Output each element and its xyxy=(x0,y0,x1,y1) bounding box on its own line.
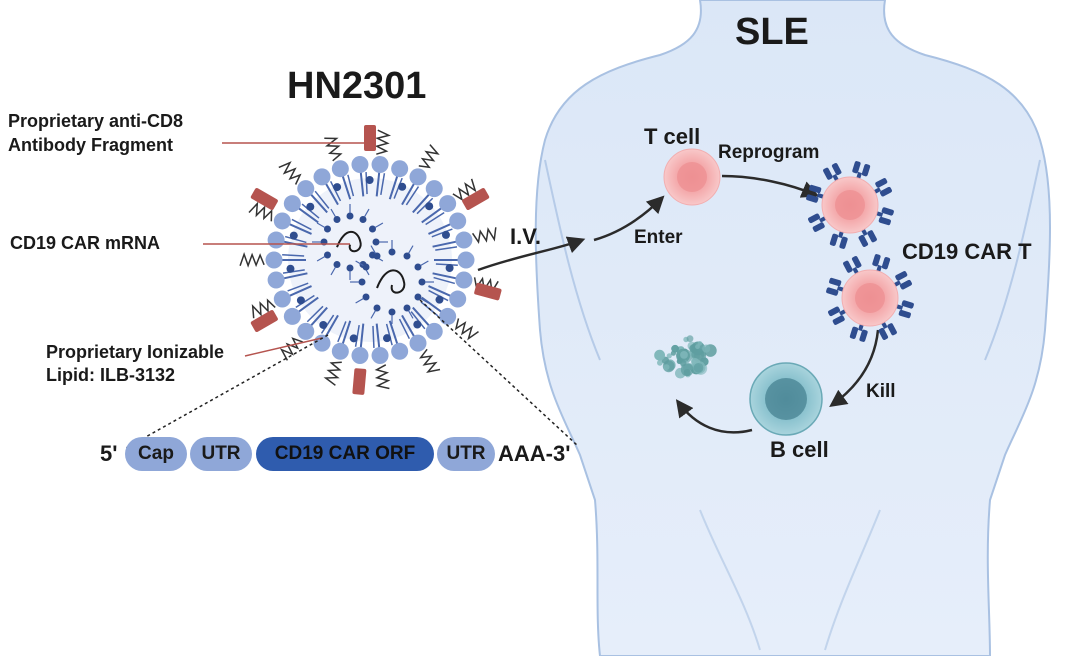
b-cell xyxy=(749,362,823,436)
cap-segment: Cap xyxy=(125,437,187,471)
car-t-cell xyxy=(806,161,894,249)
lipid-nanoparticle xyxy=(239,125,502,395)
zoom-line-left xyxy=(125,334,329,449)
b-cell-label: B cell xyxy=(770,437,829,462)
antibody-label-line2: Antibody Fragment xyxy=(8,135,173,155)
car-t-label: CD19 CAR T xyxy=(902,239,1032,264)
disease-title: SLE xyxy=(735,11,809,53)
kill-arrow xyxy=(829,329,880,408)
lipid-label-line1: Proprietary Ionizable xyxy=(46,342,225,362)
reprogram-arrow xyxy=(721,174,820,198)
enter-arrow xyxy=(593,195,665,242)
t-cell-label: T cell xyxy=(644,124,701,149)
car-t-cells xyxy=(806,161,914,342)
lnp-title: HN2301 xyxy=(287,65,427,107)
mrna-label: CD19 CAR mRNA xyxy=(10,233,161,253)
enter-label: Enter xyxy=(634,227,683,248)
utr-segment-3: UTR xyxy=(437,437,495,471)
reprogram-label: Reprogram xyxy=(718,142,820,163)
lipid-leader-line xyxy=(244,337,323,357)
kill-label: Kill xyxy=(866,381,896,402)
antibody-label-line1: Proprietary anti-CD8 xyxy=(8,111,184,131)
construct-prefix: 5' xyxy=(100,441,118,466)
route-label: I.V. xyxy=(510,224,541,249)
car-t-cell xyxy=(826,254,914,342)
lipid-label-line2: Lipid: ILB-3132 xyxy=(46,365,176,385)
dead-b-cell-debris xyxy=(654,335,717,379)
body-silhouette xyxy=(534,0,1051,656)
utr-segment-5: UTR xyxy=(190,437,252,471)
debris-arrow xyxy=(675,399,753,434)
t-cell xyxy=(663,148,721,206)
orf-segment: CD19 CAR ORF xyxy=(256,437,434,471)
iv-arrow xyxy=(477,236,586,272)
construct-suffix: AAA-3' xyxy=(498,441,571,466)
